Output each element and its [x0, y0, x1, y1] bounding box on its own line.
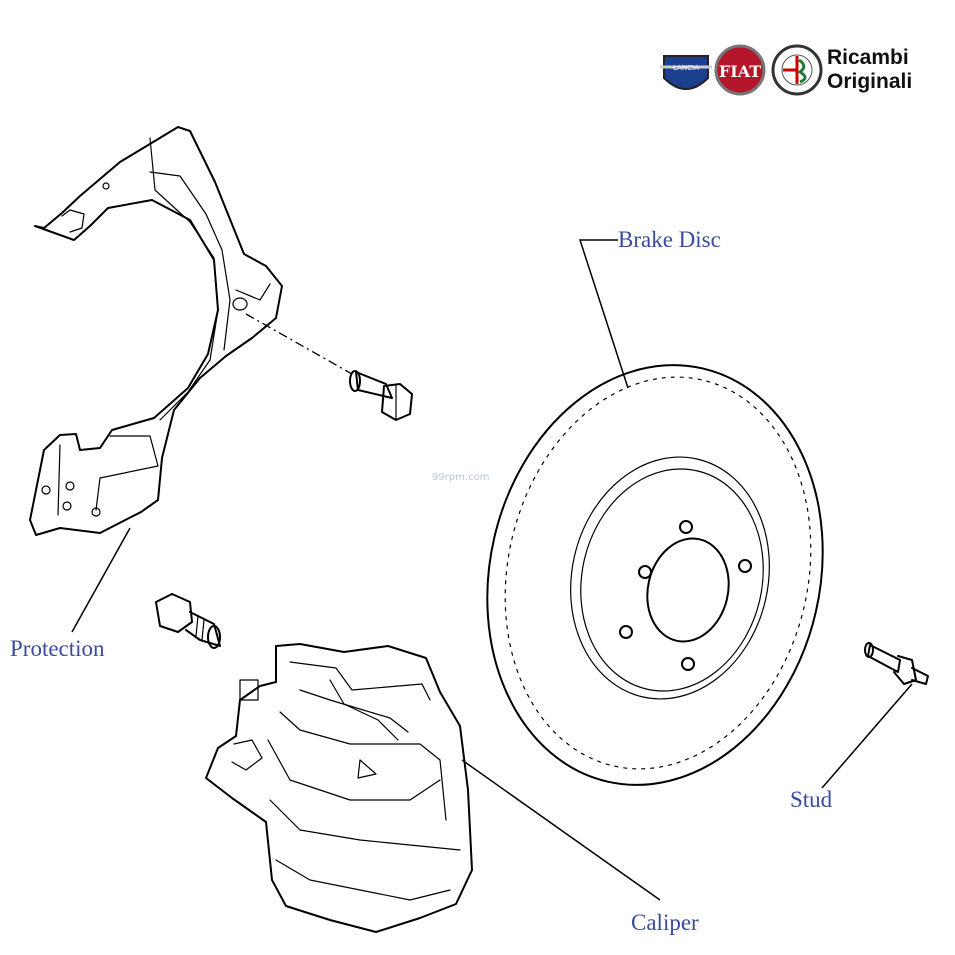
label-protection: Protection [10, 636, 105, 661]
protection-shield [29, 126, 283, 536]
alignment-line [245, 313, 353, 375]
lancia-logo: LANCIA [660, 55, 712, 90]
shield-bolt [349, 370, 413, 421]
fiat-logo: FIAT [714, 44, 766, 96]
label-brake-disc: Brake Disc [618, 227, 721, 252]
label-caliper: Caliper [631, 910, 699, 935]
svg-text:FIAT: FIAT [719, 62, 761, 81]
brand-logos: LANCIA FIAT Ricambi Originali [660, 44, 912, 96]
brand-line-1: Ricambi [827, 46, 909, 69]
leader-caliper [461, 759, 661, 901]
leader-protection [71, 527, 131, 633]
caliper-bolt [155, 593, 221, 649]
leader-stud [821, 683, 913, 789]
leader-brake-disc [578, 239, 629, 389]
label-stud: Stud [790, 787, 833, 812]
brand-line-2: Originali [827, 70, 912, 93]
stud [864, 642, 929, 685]
brake-disc [486, 364, 824, 786]
watermark: 99rpm.com [432, 472, 489, 483]
caliper [205, 643, 473, 933]
alfa-romeo-logo [771, 44, 823, 96]
svg-text:LANCIA: LANCIA [673, 64, 699, 72]
